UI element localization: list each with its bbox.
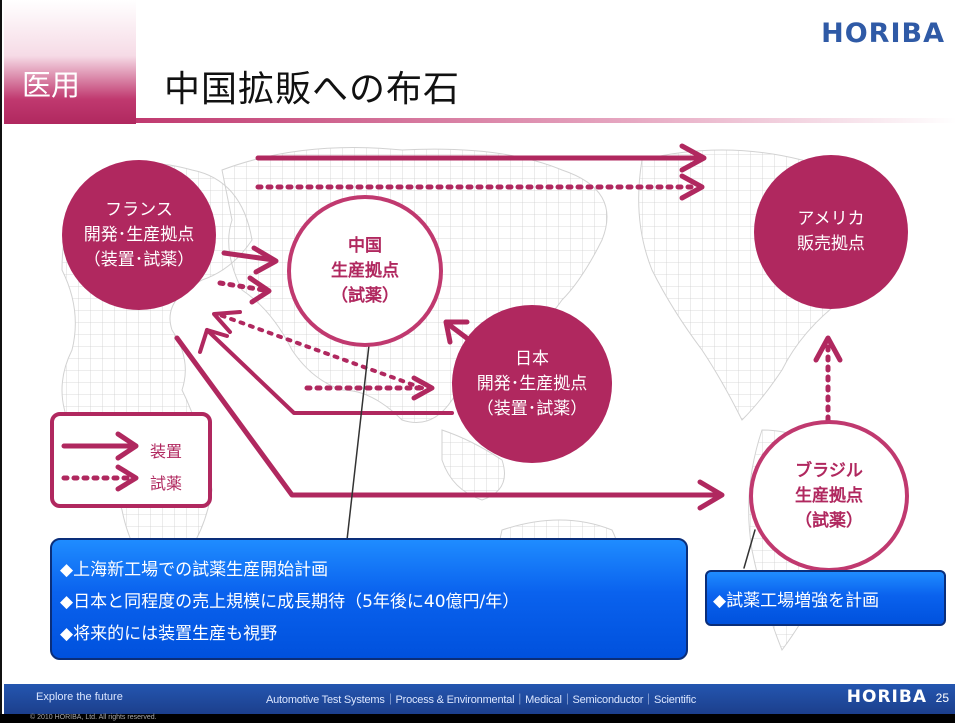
bottom-strip	[0, 714, 955, 723]
site-france-products: （装置･試薬）	[83, 249, 195, 270]
arrow-europe-brazil-solid	[174, 335, 723, 498]
site-china-products: （試薬）	[331, 285, 399, 306]
site-france-role: 開発･生産拠点	[83, 224, 195, 245]
arrowhead	[443, 319, 470, 345]
arrowhead	[198, 328, 209, 354]
callout-pointer-brazil	[743, 529, 756, 569]
arrowhead	[205, 328, 229, 338]
legend-dotted-label: 試薬	[150, 474, 183, 493]
arrow-france-china-dotted	[217, 280, 267, 293]
page-number: 25	[935, 691, 949, 705]
site-china: 中国 生産拠点 （試薬）	[287, 195, 443, 347]
site-usa: アメリカ 販売拠点	[754, 155, 908, 309]
site-brazil-products: （試薬）	[795, 510, 863, 531]
footer-business-lines: Automotive Test Systems｜Process & Enviro…	[266, 694, 697, 706]
site-japan-name: 日本	[515, 348, 549, 369]
site-france: フランス 開発･生産拠点 （装置･試薬）	[62, 160, 216, 310]
callout-china-plans: ◆上海新工場での試薬生産開始計画 ◆日本と同程度の売上規模に成長期待（5年後に4…	[50, 538, 688, 660]
callout-line: ◆日本と同程度の売上規模に成長期待（5年後に40億円/年）	[60, 592, 520, 612]
arrow-europe-japan-solid	[205, 328, 454, 415]
legend-arrows	[61, 431, 139, 492]
arrowhead	[411, 375, 435, 401]
site-japan: 日本 開発･生産拠点 （装置･試薬）	[452, 305, 612, 463]
site-japan-products: （装置･試薬）	[476, 398, 588, 419]
callout-line: ◆上海新工場での試薬生産開始計画	[60, 560, 329, 580]
legend: 装置 試薬	[50, 412, 212, 508]
legend-solid-label: 装置	[150, 442, 183, 461]
brand-logo: HORIBA	[821, 18, 945, 49]
site-brazil-name: ブラジル	[795, 460, 863, 481]
slide-title: 中国拡販への布石	[164, 69, 461, 110]
arrowhead	[813, 335, 843, 363]
footer-tagline: Explore the future	[36, 691, 123, 703]
section-tab: 医用	[4, 0, 136, 124]
section-tab-label: 医用	[22, 68, 81, 102]
site-usa-role: 販売拠点	[797, 234, 865, 254]
arrowhead	[679, 173, 705, 201]
site-japan-role: 開発･生産拠点	[476, 373, 588, 394]
callout-brazil-plans: ◆試薬工場増強を計画	[705, 570, 946, 626]
arrowhead	[247, 275, 272, 305]
site-china-name: 中国	[348, 235, 382, 256]
site-brazil-role: 生産拠点	[795, 485, 863, 506]
arrow-china-europe-dotted	[218, 313, 424, 390]
arrowhead	[697, 479, 725, 511]
site-france-name: フランス	[105, 199, 173, 220]
callout-pointer-china	[346, 344, 370, 541]
site-usa-name: アメリカ	[797, 209, 865, 229]
site-brazil: ブラジル 生産拠点 （試薬）	[749, 420, 909, 572]
site-china-role: 生産拠点	[331, 260, 399, 281]
footer-brand-logo: HORIBA	[846, 687, 927, 707]
title-underline	[136, 118, 955, 123]
arrowhead	[679, 143, 707, 173]
arrowhead	[212, 310, 242, 334]
callout-line: ◆将来的には装置生産も視野	[60, 624, 278, 644]
arrow-france-china-solid	[221, 250, 277, 263]
copyright: © 2010 HORIBA, Ltd. All rights reserved.	[30, 714, 157, 721]
footer-bar: Explore the future Automotive Test Syste…	[4, 684, 955, 714]
arrowhead	[251, 245, 279, 275]
